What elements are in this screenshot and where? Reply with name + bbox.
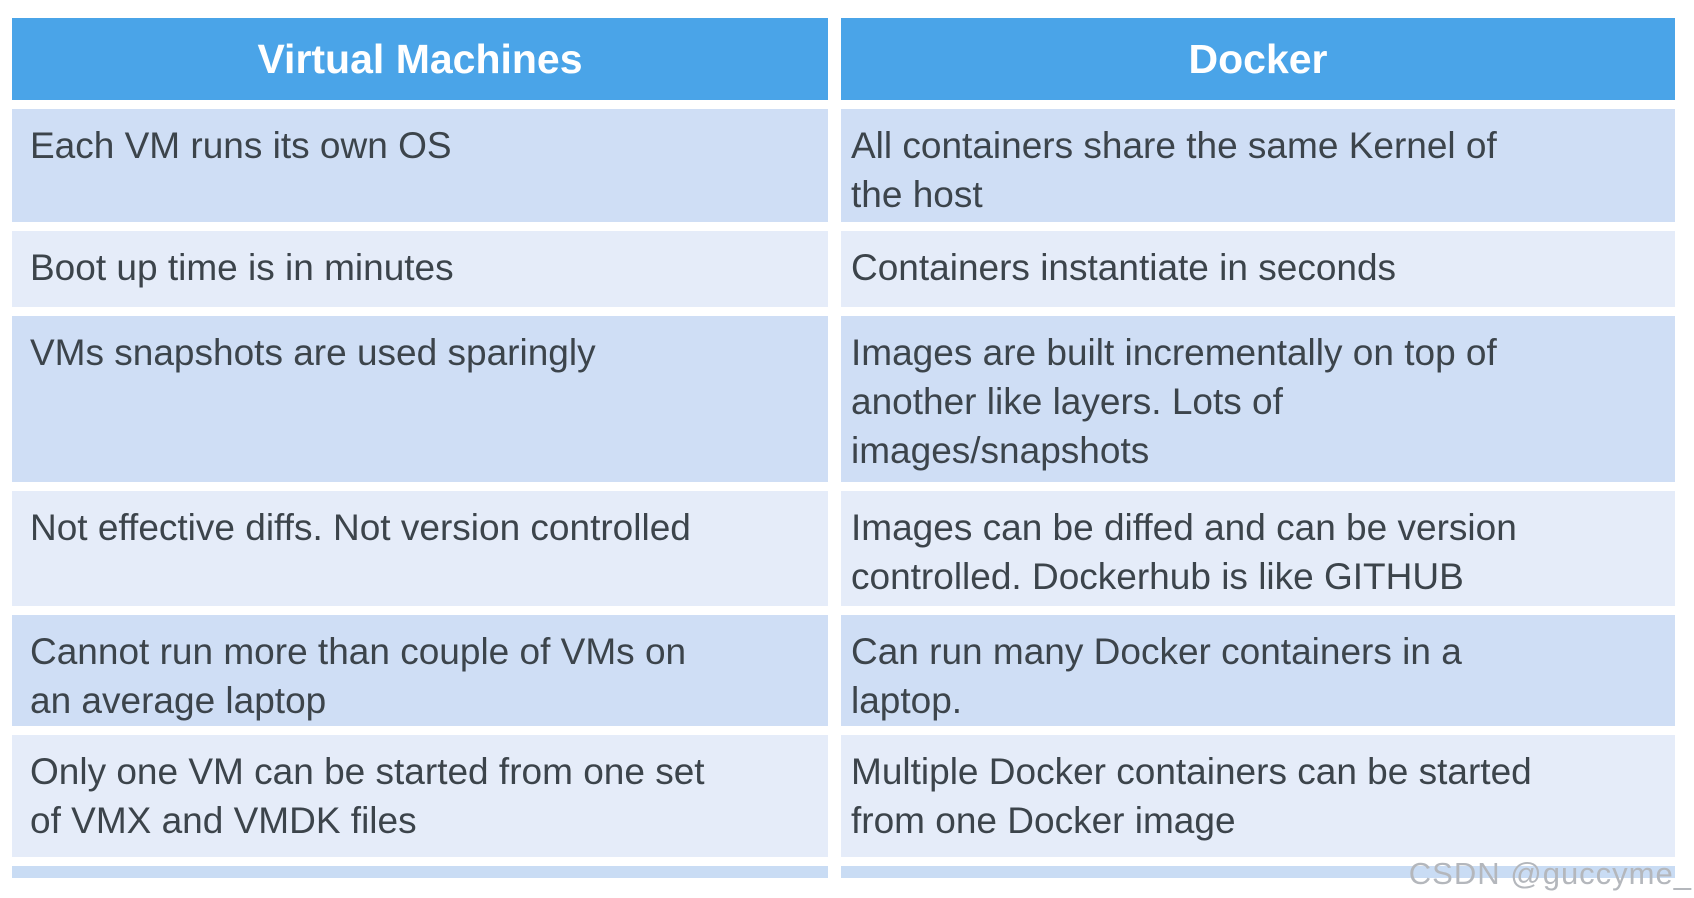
docker-cell: Can run many Docker containers in a lapt… [841,615,1675,726]
table-row: VMs snapshots are used sparingly Images … [12,316,1675,482]
vm-column-header: Virtual Machines [12,18,828,100]
vm-cell: Boot up time is in minutes [12,231,828,307]
docker-cell: Images can be diffed and can be version … [841,491,1675,606]
vm-cell-partial [12,866,828,878]
table-row: Only one VM can be started from one set … [12,735,1675,857]
docker-cell-partial [841,866,1675,878]
docker-cell: Images are built incrementally on top of… [841,316,1675,482]
table-row: Not effective diffs. Not version control… [12,491,1675,606]
vm-cell: Not effective diffs. Not version control… [12,491,828,606]
table-row: Cannot run more than couple of VMs on an… [12,615,1675,726]
vm-vs-docker-comparison-table: Virtual Machines Docker Each VM runs its… [12,18,1675,878]
docker-cell: All containers share the same Kernel of … [841,109,1675,222]
vm-cell: Cannot run more than couple of VMs on an… [12,615,828,726]
vm-cell: VMs snapshots are used sparingly [12,316,828,482]
docker-column-header: Docker [841,18,1675,100]
csdn-watermark: CSDN @guccyme_ [1408,856,1692,891]
table-header-row: Virtual Machines Docker [12,18,1675,100]
table-row: Boot up time is in minutes Containers in… [12,231,1675,307]
vm-cell: Only one VM can be started from one set … [12,735,828,857]
docker-cell: Containers instantiate in seconds [841,231,1675,307]
table-row: Each VM runs its own OS All containers s… [12,109,1675,222]
docker-cell: Multiple Docker containers can be starte… [841,735,1675,857]
partial-row-cutoff [12,866,1675,878]
vm-cell: Each VM runs its own OS [12,109,828,222]
